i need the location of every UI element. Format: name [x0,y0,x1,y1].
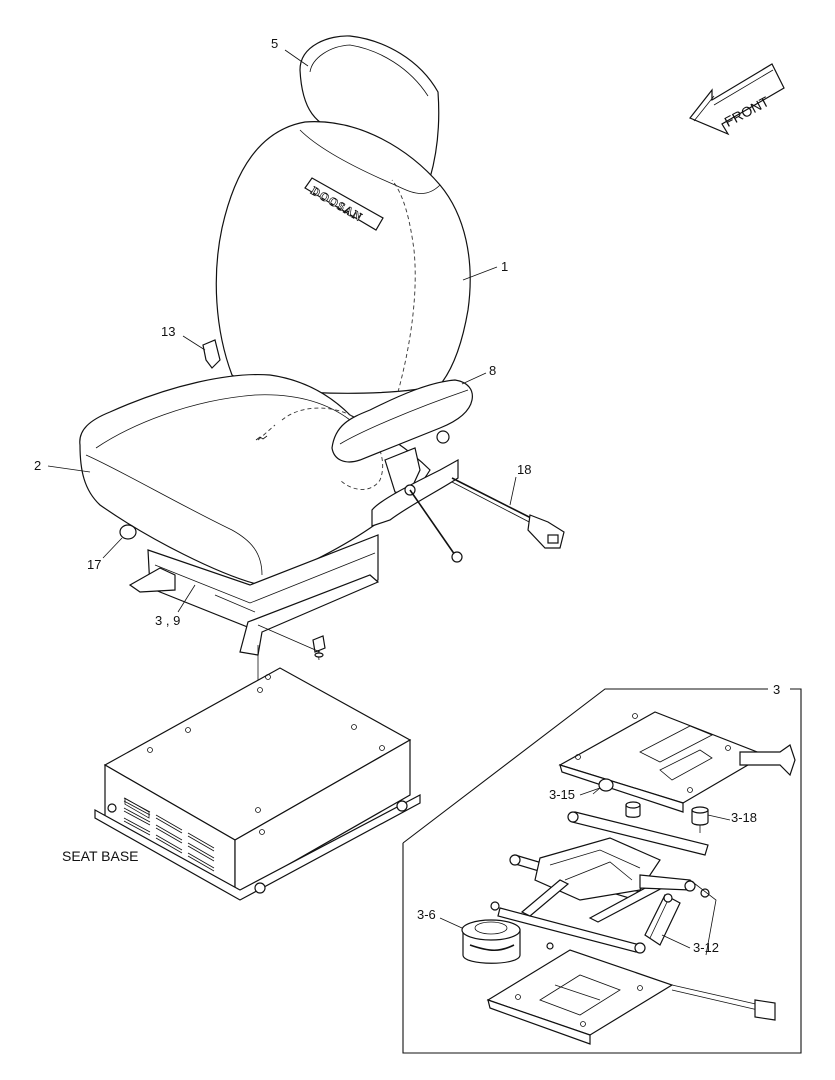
lever-rod [409,489,463,563]
seat-base-label: SEAT BASE [62,848,139,864]
scissor-mechanism [520,837,710,923]
callout-8: 8 [489,363,496,378]
callout-3-18: 3-18 [731,810,757,825]
front-arrow: FRONT [689,63,785,136]
air-spring [461,901,554,964]
callout-13: 13 [161,324,175,339]
inset-detail-box [402,688,802,1054]
vent-slots [123,797,215,872]
recline-knob [592,778,614,795]
leader-lines [47,49,731,956]
rubber-bumpers [625,801,709,833]
callout-1: 1 [501,259,508,274]
seat-belt-tab [202,339,221,369]
armrest [331,379,473,527]
callout-2: 2 [34,458,41,473]
adjust-knob [119,524,137,540]
shock-absorber [644,893,681,946]
seat-frame [128,534,380,656]
callout-3-12: 3-12 [693,940,719,955]
callout-17: 17 [87,557,101,572]
callout-18: 18 [517,462,531,477]
callout-3: 3 [773,682,780,697]
lower-base-plate [486,949,776,1045]
callout-3-6: 3-6 [417,907,436,922]
mount-bolt [312,635,326,661]
callout-5: 5 [271,36,278,51]
guide-line-2 [257,624,321,653]
callout-3-9: 3 , 9 [155,613,180,628]
backrest: DOOSAN [215,121,471,394]
cable-harness [451,477,565,549]
seat-base-box [94,667,421,901]
upper-rail-plate [558,711,796,813]
callout-3-15: 3-15 [549,787,575,802]
